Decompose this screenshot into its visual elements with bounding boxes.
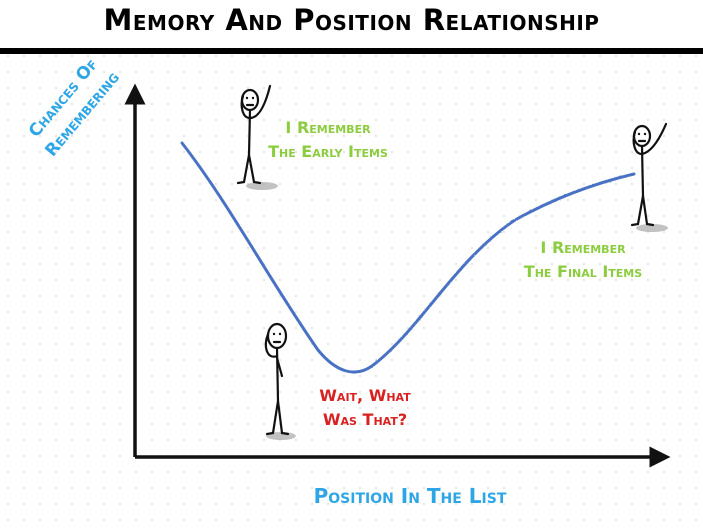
figure-shadow	[246, 182, 278, 190]
forgetting-figure	[264, 322, 296, 440]
early-items-label: I Remember The Early Items	[268, 118, 388, 161]
title-divider	[0, 48, 703, 54]
memory-curve	[180, 141, 636, 374]
forgetting-label: Wait, What Was That?	[319, 386, 411, 429]
early-items-figure	[236, 84, 278, 190]
figure-head	[266, 322, 288, 350]
x-axis-label: Position In The List	[313, 484, 507, 508]
figure-head	[632, 124, 652, 148]
figure-head	[240, 88, 260, 112]
final-items-figure	[630, 122, 668, 232]
final-items-label: I Remember The Final Items	[523, 238, 643, 281]
page-title: Memory And Position Relationship	[0, 0, 703, 44]
figure-shadow	[636, 224, 668, 232]
